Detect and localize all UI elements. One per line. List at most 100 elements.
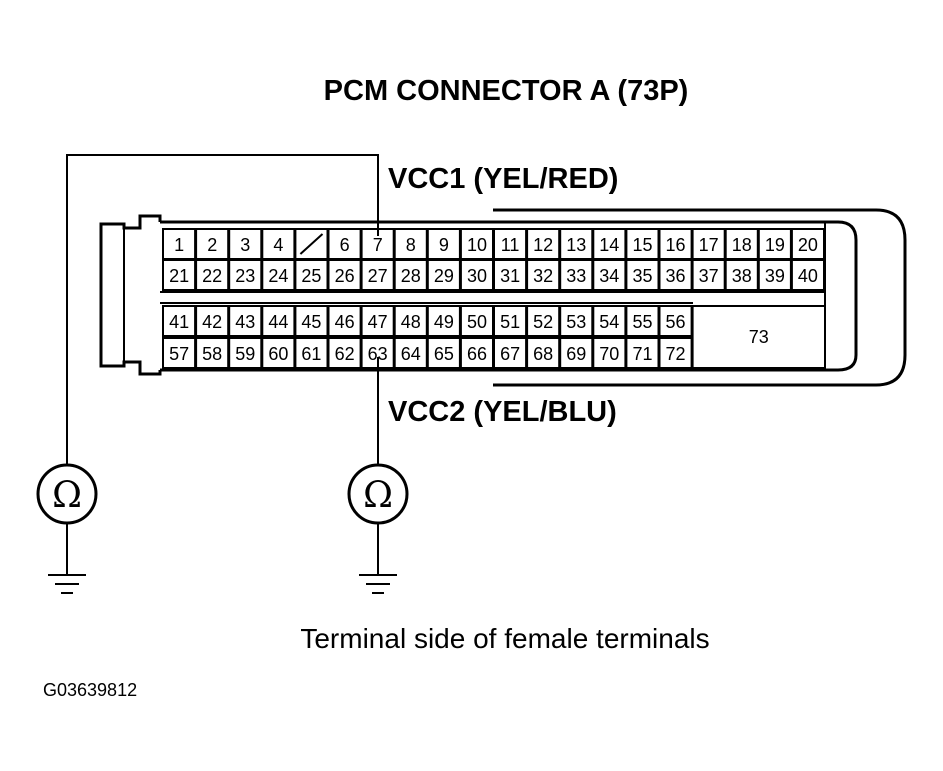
terminal-number: 26 xyxy=(335,266,355,286)
terminal-number: 21 xyxy=(169,266,189,286)
terminal-number: 12 xyxy=(533,235,553,255)
terminal-number: 44 xyxy=(268,312,288,332)
terminal-number: 68 xyxy=(533,344,553,364)
terminal-number: 29 xyxy=(434,266,454,286)
terminal-number: 23 xyxy=(235,266,255,286)
caption: Terminal side of female terminals xyxy=(300,623,709,654)
terminal-number: 67 xyxy=(500,344,520,364)
terminal-number: 38 xyxy=(732,266,752,286)
terminal-number: 43 xyxy=(235,312,255,332)
terminal-cell xyxy=(526,305,561,337)
terminal-number: 30 xyxy=(467,266,487,286)
terminal-number: 8 xyxy=(406,235,416,255)
terminal-cell xyxy=(592,337,627,369)
terminal-number: 73 xyxy=(749,327,769,347)
terminal-number: 55 xyxy=(632,312,652,332)
terminal-cell xyxy=(162,259,197,291)
terminal-number: 15 xyxy=(632,235,652,255)
terminal-number: 18 xyxy=(732,235,752,255)
terminal-number: 34 xyxy=(599,266,619,286)
ohmmeter-left: Ω xyxy=(36,463,98,594)
terminal-number: 39 xyxy=(765,266,785,286)
terminal-number: 46 xyxy=(335,312,355,332)
terminal-number: 57 xyxy=(169,344,189,364)
terminal-number: 42 xyxy=(202,312,222,332)
terminal-number: 25 xyxy=(301,266,321,286)
terminal-number: 10 xyxy=(467,235,487,255)
terminal-cell xyxy=(526,259,561,291)
connector-housing xyxy=(99,208,907,387)
unused-terminal-mark xyxy=(299,233,324,255)
vcc1-label: VCC1 (YEL/RED) xyxy=(388,163,618,195)
terminal-number: 61 xyxy=(301,344,321,364)
terminal-number: 13 xyxy=(566,235,586,255)
terminal-number: 9 xyxy=(439,235,449,255)
terminal-number: 53 xyxy=(566,312,586,332)
terminal-number: 4 xyxy=(273,235,283,255)
ohmmeter-icon: Ω xyxy=(52,475,82,516)
terminal-number: 60 xyxy=(268,344,288,364)
terminal-number: 51 xyxy=(500,312,520,332)
figure-code: G03639812 xyxy=(43,680,137,700)
terminal-number: 65 xyxy=(434,344,454,364)
terminal-cell xyxy=(592,259,627,291)
terminal-number: 3 xyxy=(240,235,250,255)
terminal-number: 41 xyxy=(169,312,189,332)
meter-wires xyxy=(66,154,379,466)
terminal-number: 28 xyxy=(401,266,421,286)
ohmmeter-icon: Ω xyxy=(363,475,393,516)
terminal-cell xyxy=(790,259,826,291)
terminal-cell xyxy=(162,305,197,337)
terminal-number: 47 xyxy=(368,312,388,332)
terminal-number: 1 xyxy=(174,235,184,255)
terminal-number: 52 xyxy=(533,312,553,332)
page-title: PCM CONNECTOR A (73P) xyxy=(324,75,689,107)
terminal-number: 27 xyxy=(368,266,388,286)
terminal-number: 2 xyxy=(207,235,217,255)
terminal-number: 37 xyxy=(699,266,719,286)
terminal-cell xyxy=(592,305,627,337)
ground-icon xyxy=(359,574,397,594)
terminal-number: 17 xyxy=(699,235,719,255)
terminal-cell xyxy=(162,337,197,369)
terminal-number: 33 xyxy=(566,266,586,286)
terminal-cell xyxy=(757,259,792,291)
terminal-cell xyxy=(691,259,726,291)
terminal-number: 40 xyxy=(798,266,818,286)
terminal-number: 69 xyxy=(566,344,586,364)
terminal-number: 49 xyxy=(434,312,454,332)
terminal-number: 11 xyxy=(501,235,520,255)
terminal-number: 72 xyxy=(665,344,685,364)
terminal-number: 14 xyxy=(599,235,619,255)
ohmmeter-right: Ω xyxy=(347,463,409,594)
terminal-number: 54 xyxy=(599,312,619,332)
terminal-number: 45 xyxy=(301,312,321,332)
terminal-number: 71 xyxy=(632,344,652,364)
terminal-number: 59 xyxy=(235,344,255,364)
terminal-number: 20 xyxy=(798,235,818,255)
terminal-number: 24 xyxy=(268,266,288,286)
ground-icon xyxy=(48,574,86,594)
terminal-cell-large xyxy=(691,305,826,369)
terminal-number: 50 xyxy=(467,312,487,332)
terminal-number: 64 xyxy=(401,344,421,364)
terminal-number: 35 xyxy=(632,266,652,286)
vcc2-label: VCC2 (YEL/BLU) xyxy=(388,396,617,428)
terminal-number: 63 xyxy=(368,344,388,364)
terminal-number: 36 xyxy=(665,266,685,286)
terminal-number: 6 xyxy=(340,235,350,255)
terminal-number: 56 xyxy=(665,312,685,332)
terminal-number: 70 xyxy=(599,344,619,364)
terminal-number: 22 xyxy=(202,266,222,286)
terminal-number: 19 xyxy=(765,235,785,255)
terminal-number: 32 xyxy=(533,266,553,286)
terminal-number: 7 xyxy=(373,235,383,255)
terminal-number: 66 xyxy=(467,344,487,364)
terminal-number: 16 xyxy=(665,235,685,255)
terminal-number: 58 xyxy=(202,344,222,364)
terminal-number: 31 xyxy=(500,266,520,286)
terminal-cell xyxy=(658,305,693,337)
terminal-cell xyxy=(658,337,693,369)
